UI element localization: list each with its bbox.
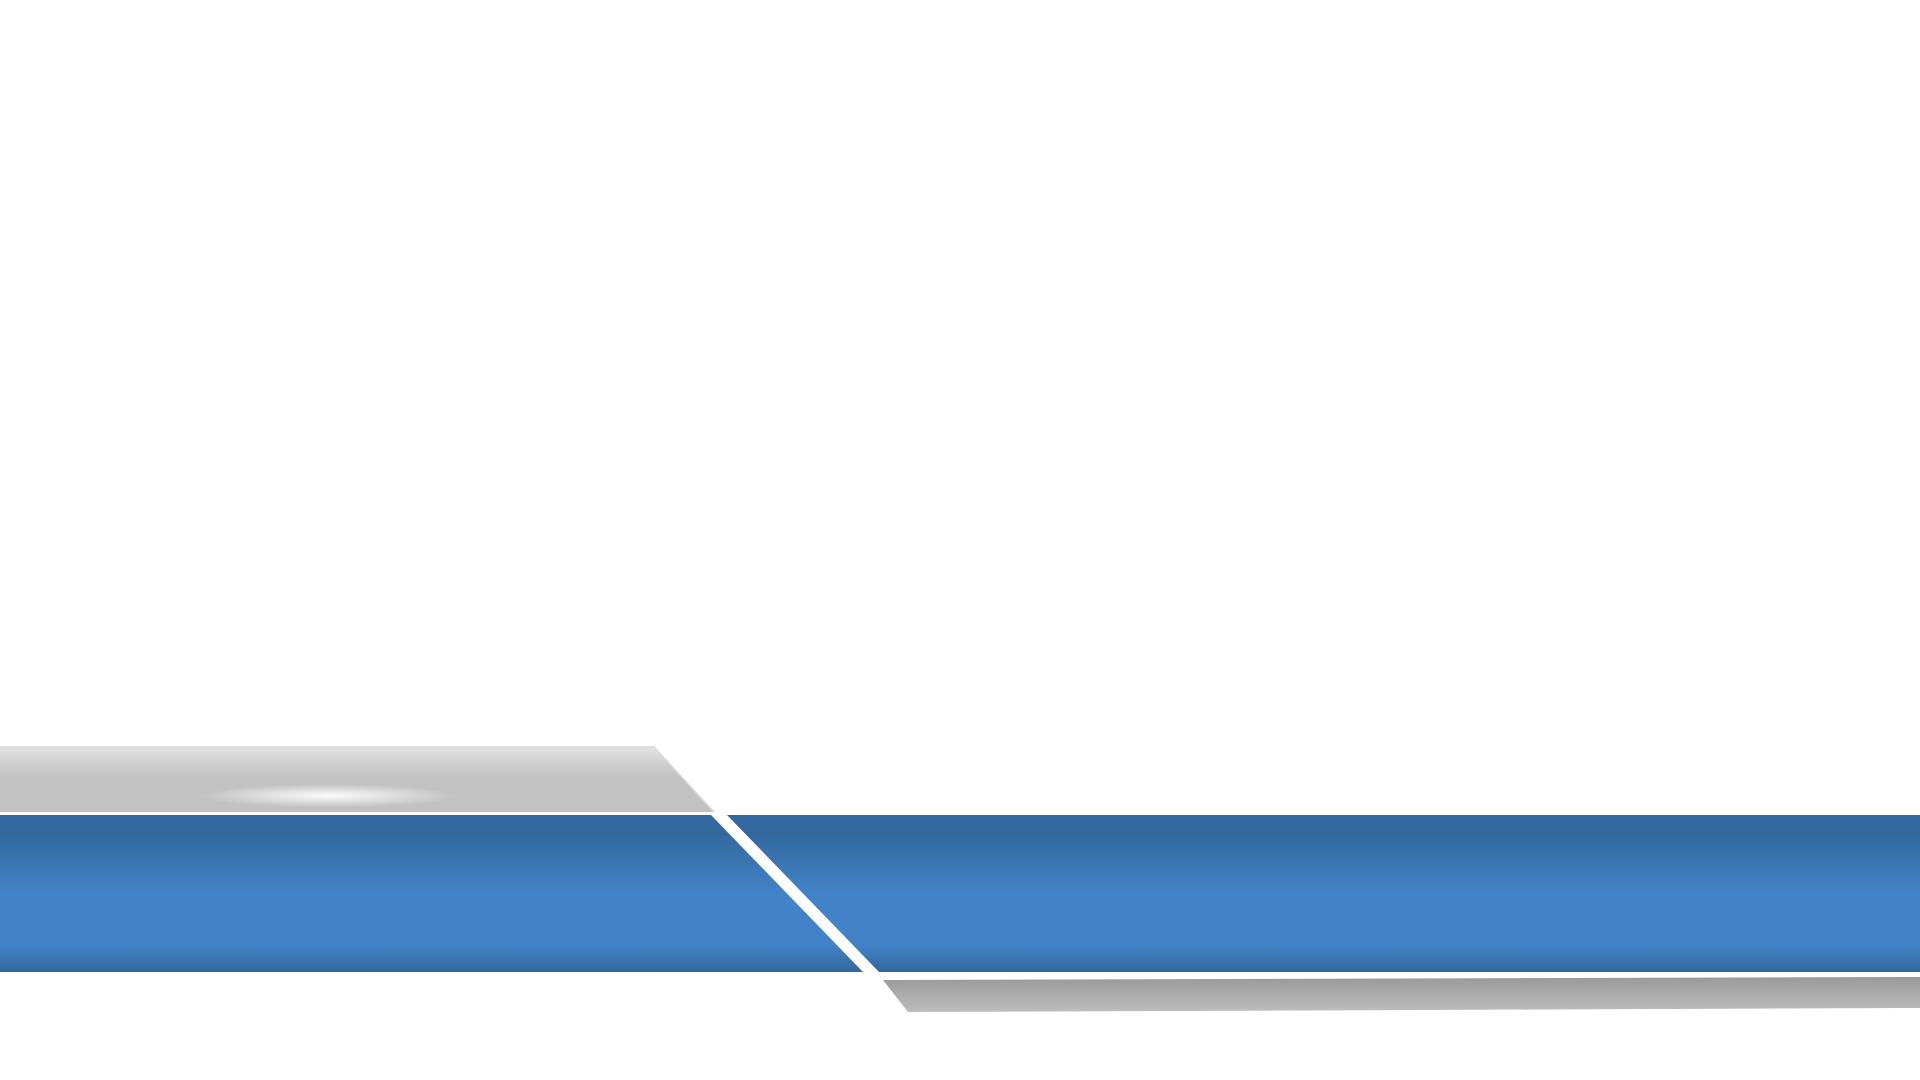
silver-tab-shine: [0, 747, 714, 812]
silver-tab-outline: [0, 746, 715, 813]
blue-band-left: [0, 815, 863, 972]
blue-band-right: [727, 815, 1920, 972]
gray-strip-lower-right: [883, 977, 1920, 1012]
